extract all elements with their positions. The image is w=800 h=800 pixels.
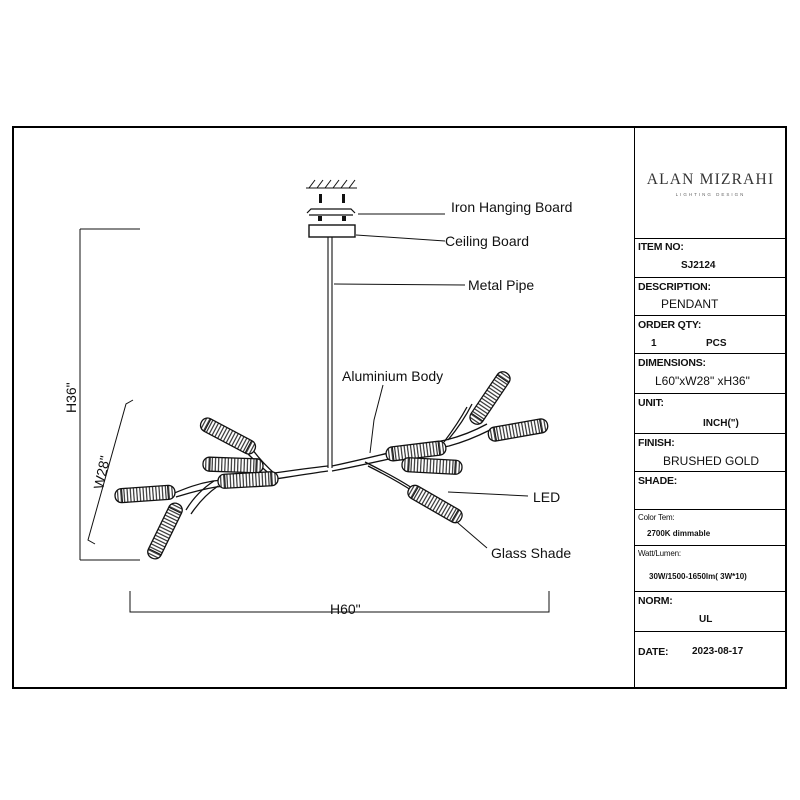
spec-row-shade: SHADE: bbox=[635, 472, 786, 510]
iron-hanging-board bbox=[306, 208, 356, 216]
spec-row-dimensions: DIMENSIONS: L60"xW28" xH36" bbox=[635, 354, 786, 394]
dimension-length-label: H60" bbox=[330, 601, 361, 617]
spec-row-item-no: ITEM NO: SJ2124 bbox=[635, 238, 786, 278]
callout-metal-pipe: Metal Pipe bbox=[468, 277, 534, 293]
spec-row-finish: FINISH: BRUSHED GOLD bbox=[635, 434, 786, 472]
brand-tagline: LIGHTING DESIGN bbox=[675, 192, 746, 197]
dimensions-value: L60"xW28" xH36" bbox=[655, 374, 750, 388]
dimension-width-label: W28" bbox=[90, 454, 113, 490]
color-temp-value: 2700K dimmable bbox=[647, 529, 711, 538]
callout-iron-hanging-board: Iron Hanging Board bbox=[451, 199, 572, 215]
description-label: DESCRIPTION: bbox=[638, 281, 711, 293]
spec-sheet: ALAN MIZRAHI LIGHTING DESIGN ITEM NO: SJ… bbox=[634, 128, 786, 687]
callout-glass-shade: Glass Shade bbox=[491, 545, 571, 561]
date-label: DATE: bbox=[638, 646, 669, 658]
order-qty-unit: PCS bbox=[706, 338, 727, 349]
ceiling-hatch bbox=[306, 179, 357, 189]
spec-row-watt-lumen: Watt/Lumen: 30W/1500-1650lm( 3W*10) bbox=[635, 546, 786, 592]
unit-label: UNIT: bbox=[638, 397, 664, 409]
finish-label: FINISH: bbox=[638, 437, 675, 449]
item-no-label: ITEM NO: bbox=[638, 241, 684, 253]
callout-ceiling-board: Ceiling Board bbox=[445, 233, 529, 249]
ceiling-board bbox=[308, 224, 356, 238]
metal-pipe bbox=[327, 237, 333, 468]
unit-value: INCH(") bbox=[703, 418, 739, 429]
screw-icon bbox=[318, 194, 346, 221]
date-value: 2023-08-17 bbox=[692, 646, 744, 657]
watt-lumen-label: Watt/Lumen: bbox=[638, 549, 681, 558]
spec-row-color-temp: Color Tem: 2700K dimmable bbox=[635, 510, 786, 546]
color-temp-label: Color Tem: bbox=[638, 513, 675, 522]
spec-row-description: DESCRIPTION: PENDANT bbox=[635, 278, 786, 316]
callout-leaders bbox=[333, 213, 529, 549]
brand-block: ALAN MIZRAHI LIGHTING DESIGN bbox=[635, 128, 786, 239]
item-no-value: SJ2124 bbox=[681, 260, 716, 271]
finish-value: BRUSHED GOLD bbox=[663, 454, 760, 468]
dimension-height-label: H36" bbox=[63, 382, 79, 413]
pendant-technical-drawing: Iron Hanging Board Ceiling Board Metal P… bbox=[63, 179, 572, 617]
drawing-frame bbox=[12, 126, 787, 689]
spec-row-norm: NORM: UL bbox=[635, 592, 786, 632]
shade-label: SHADE: bbox=[638, 475, 678, 487]
order-qty-value: 1 bbox=[651, 338, 657, 349]
spec-row-order-qty: ORDER QTY: 1 PCS bbox=[635, 316, 786, 354]
norm-label: NORM: bbox=[638, 595, 673, 607]
dimension-lines bbox=[79, 228, 550, 613]
brand-logo: ALAN MIZRAHI bbox=[646, 171, 775, 188]
spec-row-unit: UNIT: INCH(") bbox=[635, 394, 786, 434]
description-value: PENDANT bbox=[661, 297, 719, 311]
watt-lumen-value: 30W/1500-1650lm( 3W*10) bbox=[649, 572, 747, 581]
dimensions-label: DIMENSIONS: bbox=[638, 357, 706, 369]
callout-aluminium-body: Aluminium Body bbox=[342, 368, 443, 384]
spec-row-date: DATE: 2023-08-17 bbox=[635, 632, 786, 687]
callout-led: LED bbox=[533, 489, 560, 505]
order-qty-label: ORDER QTY: bbox=[638, 319, 702, 331]
norm-value: UL bbox=[699, 614, 713, 625]
